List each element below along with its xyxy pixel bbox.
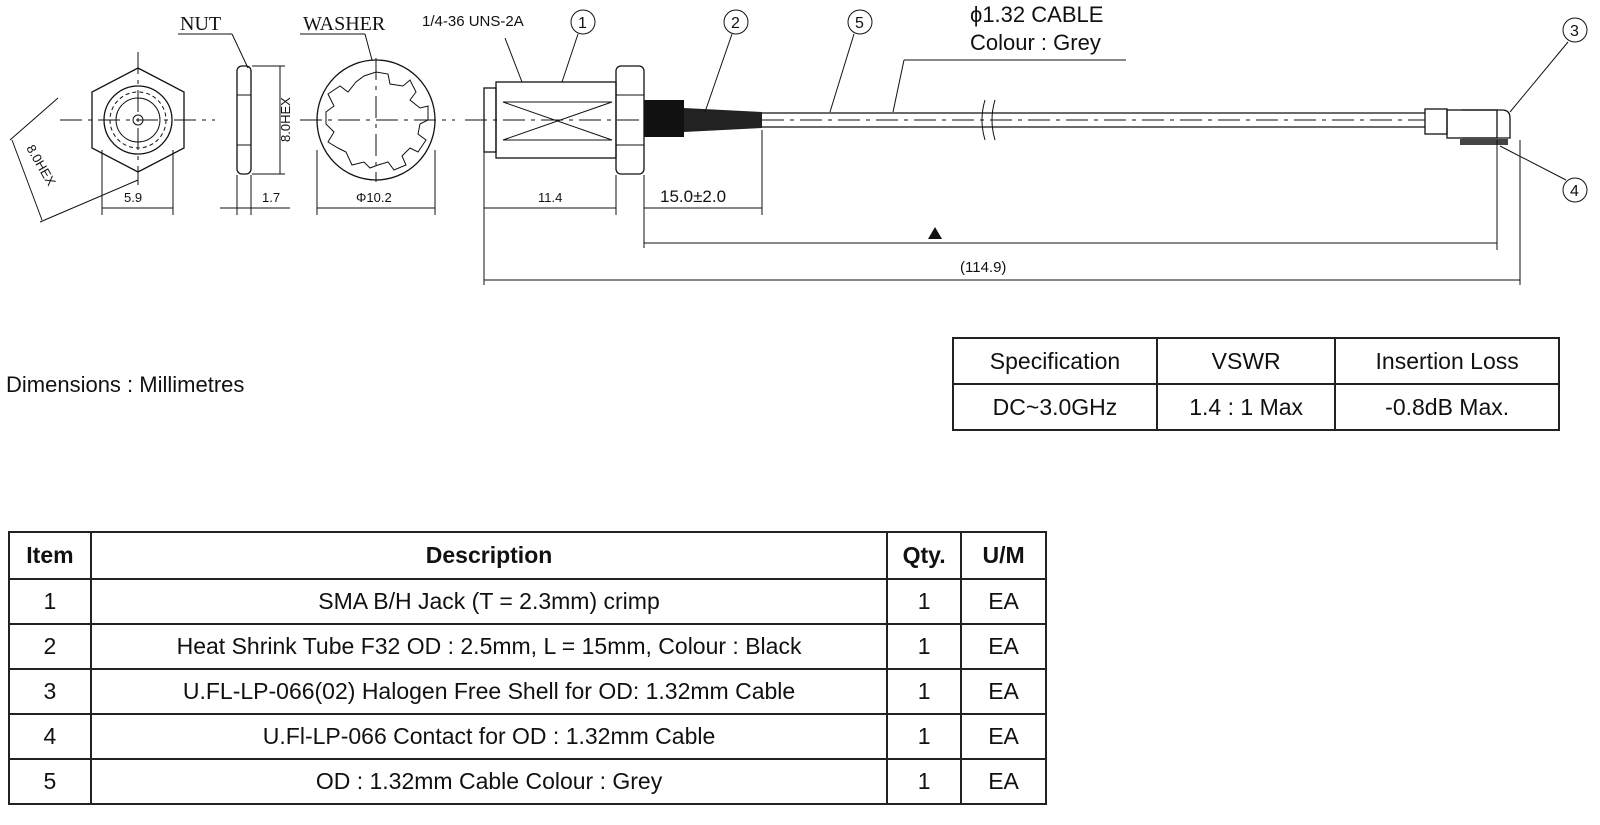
item-number: 3 [8, 668, 92, 715]
item-number: 5 [8, 758, 92, 805]
heat-shrink-dimension: 15.0±2.0 [660, 187, 726, 206]
item-description: U.FL-LP-066(02) Halogen Free Shell for O… [89, 668, 889, 715]
table-row: 3 U.FL-LP-066(02) Halogen Free Shell for… [8, 668, 1047, 715]
thread-label: 1/4-36 UNS-2A [422, 13, 524, 30]
sma-connector-side-view: 1/4-36 UNS-2A 11.4 15.0±2.0 [422, 13, 763, 285]
nut-side-view: NUT 8.0HEX 1.7 [178, 13, 293, 215]
svg-text:3: 3 [1570, 23, 1579, 40]
overall-length-dimension: (114.9) [960, 259, 1006, 276]
parts-table: Item Description Qty. U/M 1 SMA B/H Jack… [8, 531, 1047, 805]
cable-colour-label: Colour : Grey [970, 30, 1101, 55]
table-row: 2 Heat Shrink Tube F32 OD : 2.5mm, L = 1… [8, 623, 1047, 670]
svg-text:4: 4 [1570, 183, 1579, 200]
units-note: Dimensions : Millimetres [6, 372, 245, 397]
item-number: 2 [8, 623, 92, 670]
item-um: EA [960, 668, 1047, 715]
item-qty: 1 [886, 758, 963, 805]
washer-label: WASHER [303, 13, 386, 35]
table-header-row: Specification VSWR Insertion Loss [952, 337, 1560, 385]
nut-hex-dimension: 8.0HEX [278, 97, 293, 142]
header-specification: Specification [952, 337, 1158, 385]
cable-assembly-drawing: 8.0HEX 5.9 NUT 8.0HEX 1.7 WASHER Φ10.2 1… [9, 2, 1588, 285]
washer-diameter-dimension: Φ10.2 [356, 190, 392, 205]
item-um: EA [960, 758, 1047, 805]
table-row: DC~3.0GHz 1.4 : 1 Max -0.8dB Max. [952, 383, 1560, 431]
header-description: Description [89, 531, 889, 580]
balloon-5: 5 [829, 9, 873, 113]
balloon-4: 4 [1499, 145, 1588, 203]
table-row: 4 U.Fl-LP-066 Contact for OD : 1.32mm Ca… [8, 713, 1047, 760]
nut-thickness-dimension: 1.7 [262, 190, 280, 205]
table-row: 5 OD : 1.32mm Cable Colour : Grey 1 EA [8, 758, 1047, 805]
ufl-connector [1424, 108, 1521, 285]
header-vswr: VSWR [1155, 337, 1337, 385]
hex-diag-dimension: 8.0HEX [23, 142, 59, 189]
item-description: OD : 1.32mm Cable Colour : Grey [89, 758, 889, 805]
item-qty: 1 [886, 578, 963, 625]
item-qty: 1 [886, 623, 963, 670]
item-um: EA [960, 578, 1047, 625]
item-number: 1 [8, 578, 92, 625]
item-description: Heat Shrink Tube F32 OD : 2.5mm, L = 15m… [89, 623, 889, 670]
nut-label: NUT [180, 13, 221, 35]
body-length-dimension: 11.4 [538, 190, 562, 205]
svg-text:5: 5 [855, 15, 864, 32]
spec-vswr: 1.4 : 1 Max [1155, 383, 1337, 431]
item-qty: 1 [886, 713, 963, 760]
item-qty: 1 [886, 668, 963, 715]
svg-text:2: 2 [731, 15, 740, 32]
item-um: EA [960, 713, 1047, 760]
specification-table: Specification VSWR Insertion Loss DC~3.0… [952, 337, 1560, 431]
table-header-row: Item Description Qty. U/M [8, 531, 1047, 580]
spec-insertion-loss: -0.8dB Max. [1334, 383, 1560, 431]
svg-text:1: 1 [578, 15, 587, 32]
header-insertion-loss: Insertion Loss [1334, 337, 1560, 385]
item-um: EA [960, 623, 1047, 670]
balloon-1: 1 [561, 9, 596, 83]
spec-frequency: DC~3.0GHz [952, 383, 1158, 431]
cable: ϕ1.32 CABLE Colour : Grey [762, 2, 1425, 141]
item-description: U.Fl-LP-066 Contact for OD : 1.32mm Cabl… [89, 713, 889, 760]
hex-width-dimension: 5.9 [124, 190, 142, 205]
balloon-2: 2 [704, 9, 749, 113]
header-item: Item [8, 531, 92, 580]
header-um: U/M [960, 531, 1047, 580]
washer-view: WASHER Φ10.2 [300, 13, 455, 215]
critical-dimension-marker-icon [928, 227, 942, 239]
item-number: 4 [8, 713, 92, 760]
connector-front-view: 8.0HEX 5.9 [9, 52, 215, 223]
cable-spec-label: ϕ1.32 CABLE [970, 2, 1103, 27]
item-description: SMA B/H Jack (T = 2.3mm) crimp [89, 578, 889, 625]
table-row: 1 SMA B/H Jack (T = 2.3mm) crimp 1 EA [8, 578, 1047, 625]
balloon-3: 3 [1509, 17, 1588, 113]
header-qty: Qty. [886, 531, 963, 580]
